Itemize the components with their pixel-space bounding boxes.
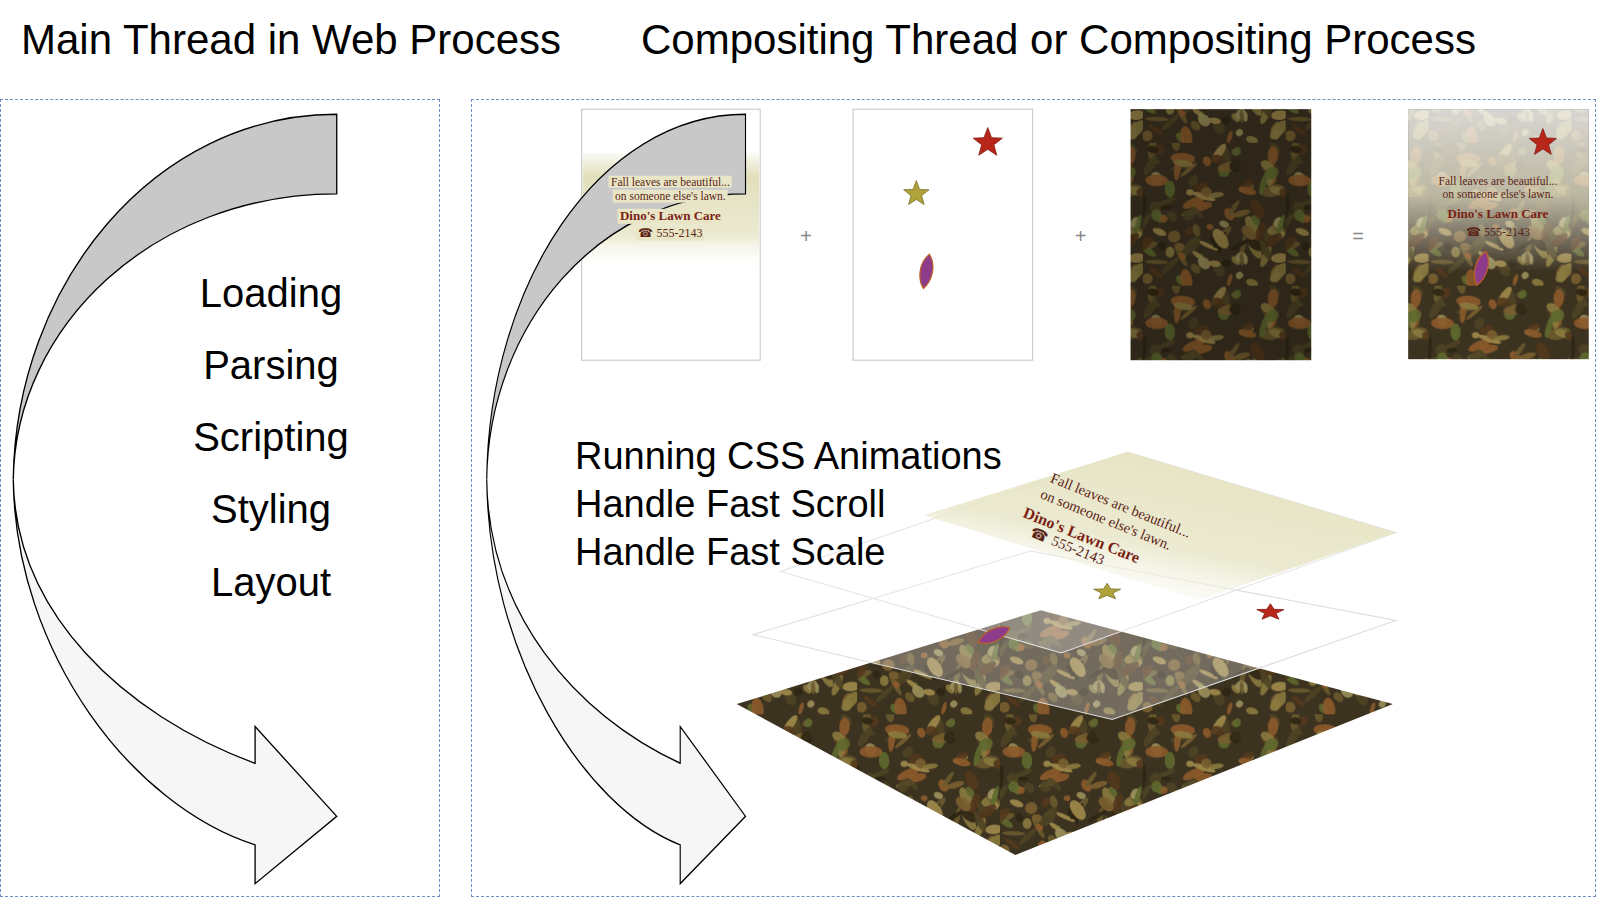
task-label: Styling — [211, 486, 331, 532]
task-label: Scripting — [193, 414, 349, 460]
card-text: on someone else's lawn. — [1443, 188, 1554, 201]
task-label: Running CSS Animations — [575, 435, 1002, 479]
card-text: Dino's Lawn Care — [618, 209, 723, 223]
card-text: Fall leaves are beautiful... — [609, 175, 732, 188]
leaf — [1529, 129, 1556, 155]
card-text: ☎ 555-2143 — [636, 227, 704, 240]
leaves-layer-card — [853, 109, 1033, 360]
leaf — [904, 181, 929, 205]
task-label: Handle Fast Scale — [575, 531, 886, 575]
curved-arrow — [13, 114, 336, 883]
leaf — [1257, 604, 1284, 620]
leaves — [904, 128, 1557, 648]
thread-panel: Main Thread in Web ProcessLoadingParsing… — [0, 99, 440, 897]
task-label: Parsing — [203, 342, 339, 388]
task-label: Layout — [211, 559, 331, 605]
leaf — [973, 128, 1002, 156]
arrow-top — [487, 114, 746, 479]
photo-layer-card — [1131, 109, 1312, 360]
card-text: Fall leaves are beautiful... — [1439, 174, 1558, 187]
leaf — [917, 253, 935, 289]
card-text: Dino's Lawn Care — [1448, 207, 1549, 221]
arrow-bottom — [13, 480, 336, 884]
result-fog — [1408, 109, 1589, 359]
panel-heading: Main Thread in Web Process — [21, 16, 561, 64]
operator: + — [800, 225, 812, 247]
result-card — [1408, 109, 1589, 359]
operator: + — [1075, 225, 1087, 247]
leaf — [1471, 250, 1492, 287]
operator: = — [1352, 225, 1364, 247]
card-text: ☎ 555-2143 — [1466, 226, 1530, 239]
task-label: Handle Fast Scroll — [575, 483, 885, 527]
leaf — [1094, 583, 1121, 599]
task-label: Loading — [200, 270, 342, 316]
panel-heading: Compositing Thread or Compositing Proces… — [641, 16, 1476, 64]
leaf — [976, 622, 1013, 648]
photo-shade — [1131, 109, 1312, 360]
card-text: on someone else's lawn. — [613, 190, 728, 203]
